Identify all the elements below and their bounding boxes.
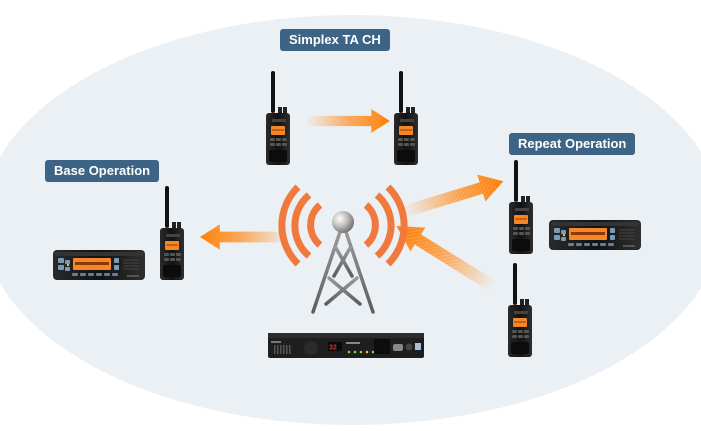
svg-text:32: 32 — [329, 345, 337, 352]
antenna-ball-icon — [332, 211, 354, 233]
repeat-operation-label: Repeat Operation — [509, 133, 636, 155]
base-operation-label: Base Operation — [45, 160, 160, 182]
tower-lattice-icon — [311, 230, 375, 314]
signal-waves-icon — [278, 184, 408, 267]
repeat-mobile-radio — [548, 219, 642, 251]
base-mobile-radio — [52, 249, 146, 281]
rack-repeater: 32 — [268, 333, 424, 358]
simplex-label: Simplex TA CH — [280, 29, 390, 51]
repeater-tower — [278, 184, 408, 314]
